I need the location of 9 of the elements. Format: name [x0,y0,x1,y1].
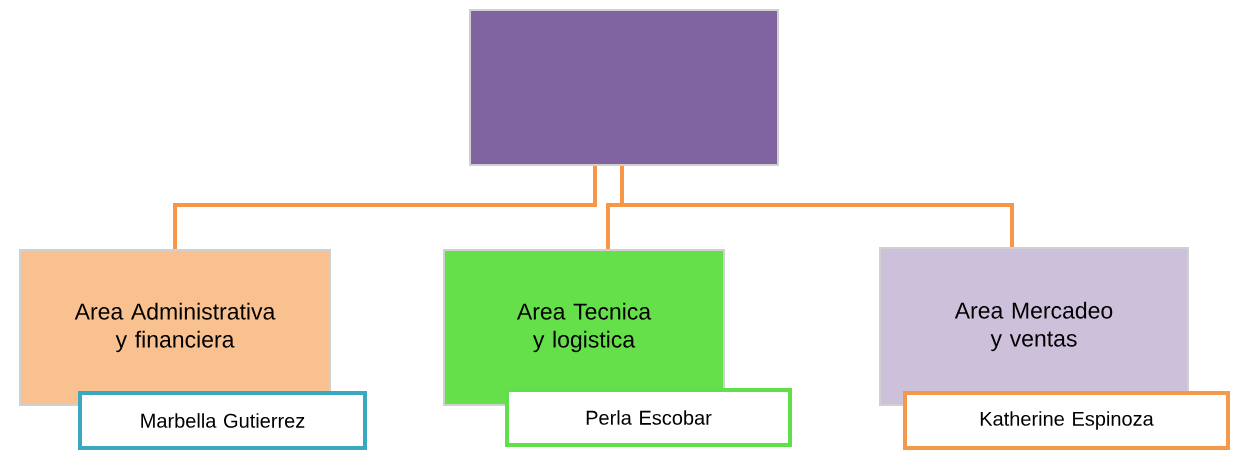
org-box [469,9,779,166]
name-box: Marbella Gutierrez [78,391,367,450]
department-box: Area Administrativa y financiera [19,249,331,406]
department-box: Area Mercadeo y ventas [879,247,1189,406]
name-box: Perla Escobar [505,388,792,447]
connector-line [620,166,1014,247]
department-box: Area Tecnica y logistica [443,249,725,406]
name-box: Katherine Espinoza [903,391,1230,450]
connector-line [173,166,597,249]
